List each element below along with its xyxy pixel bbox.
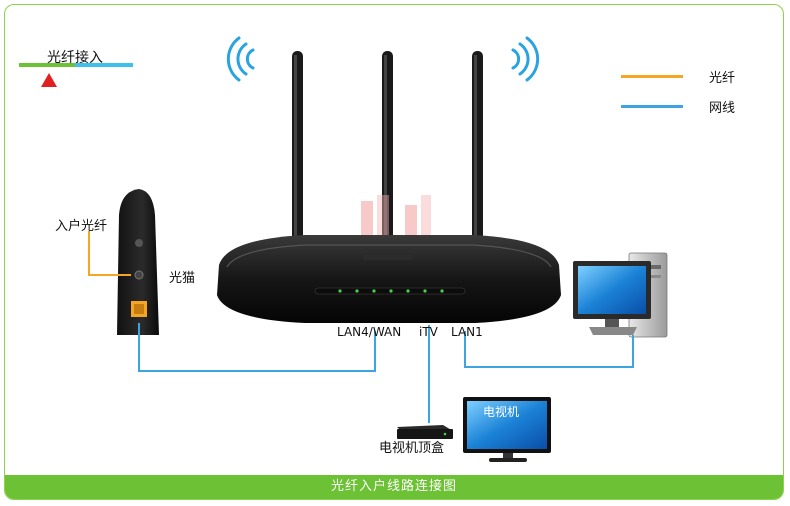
tv-screen-text: 电视机 [483, 405, 520, 419]
red-arrow-icon [41, 73, 57, 87]
port-lan1-label: LAN1 [451, 325, 483, 339]
modem-name-label: 光猫 [169, 271, 196, 286]
optical-modem [117, 189, 159, 335]
port-itv-label: iTV [419, 325, 438, 339]
diagram-frame: 光纤接入 光纤 网线 入户光纤 光猫 LAN4/WAN iTV LAN1 电视机… [4, 4, 784, 500]
fiber-access-blue-bar [75, 63, 133, 67]
cable-lan1-to-pc [464, 331, 634, 368]
legend-fiber-label: 光纤 [709, 71, 736, 86]
port-wan-label: LAN4/WAN [337, 325, 402, 339]
diagram-canvas [19, 36, 668, 462]
wifi-signal-right-icon [511, 36, 540, 82]
legend-cable-label: 网线 [709, 101, 736, 116]
legend-fiber-line [621, 75, 683, 78]
fiber-access-green-bar [19, 63, 75, 67]
desktop-computer [573, 252, 668, 338]
bottom-banner: 光纤入户线路连接图 [5, 475, 783, 499]
legend-cable-line [621, 105, 683, 108]
fiber-in-label: 入户光纤 [55, 219, 108, 234]
set-top-box-label: 电视机顶盒 [379, 441, 445, 456]
fiber-in-line [88, 231, 131, 276]
fiber-access-title: 光纤接入 [47, 50, 103, 66]
television [463, 397, 551, 462]
router-body [217, 235, 561, 323]
router-antennas [292, 51, 483, 247]
wifi-signal-left-icon [226, 36, 255, 82]
set-top-box [397, 425, 453, 439]
cable-modem-to-wan [138, 323, 376, 372]
